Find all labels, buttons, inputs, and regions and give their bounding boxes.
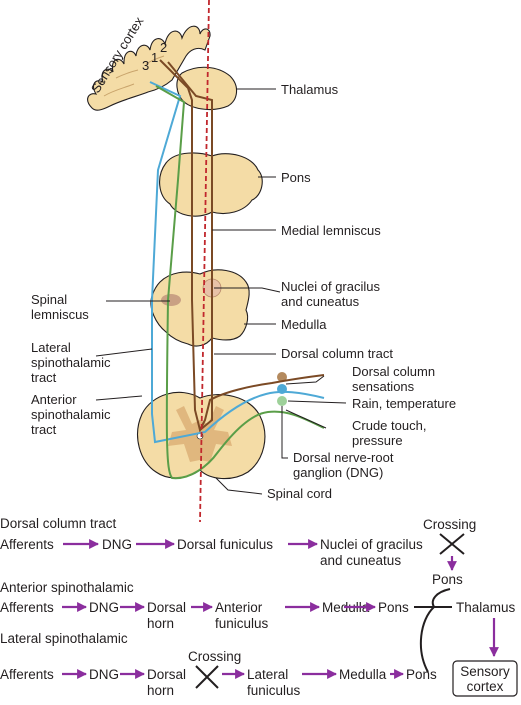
flow-join-from-dorsal (431, 588, 451, 608)
flow-dorsal-crossing-x (439, 533, 465, 555)
label-lateral-st-line3: tract (31, 370, 57, 385)
flow-lateral-crossing: Crossing (188, 649, 241, 664)
cortex (87, 25, 211, 111)
label-medulla: Medulla (281, 317, 327, 332)
leader-lines (95, 88, 347, 495)
flow-anterior-pons: Pons (378, 600, 409, 615)
dorsal-column-tract (159, 59, 325, 433)
flow-lateral-medulla: Medulla (339, 667, 387, 682)
dorsal-root-ganglion-3 (277, 396, 287, 406)
flow-dorsal-crossing: Crossing (423, 517, 476, 532)
flow-cortex-line1: Sensory (460, 664, 510, 679)
label-dng-line1: Dorsal nerve-root (293, 450, 394, 465)
label-cortex-3: 3 (142, 58, 149, 73)
label-cortex-2: 2 (160, 40, 167, 55)
flow-dorsal: Dorsal column tract Afferents DNG Dorsal… (0, 516, 476, 587)
label-nuclei-line1: Nuclei of gracilus (281, 279, 380, 294)
flow-lateral: Lateral spinothalamic Afferents DNG Dors… (0, 631, 518, 698)
flow-dorsal-nuclei-line1: Nuclei of gracilus (320, 537, 423, 552)
flow-dorsal-nuclei-line2: and cuneatus (320, 553, 401, 568)
label-thalamus: Thalamus (281, 82, 339, 97)
flow-anterior-horn-line2: horn (147, 616, 174, 631)
flow-anterior-horn-line1: Dorsal (147, 600, 186, 615)
flow-dorsal-afferents: Afferents (0, 537, 54, 552)
label-lateral-st-line1: Lateral (31, 340, 71, 355)
label-crude-line1: Crude touch, (352, 418, 426, 433)
label-crude-line2: pressure (352, 433, 403, 448)
flow-lateral-pons: Pons (406, 667, 437, 682)
label-dng-line2: ganglion (DNG) (293, 465, 383, 480)
flow-lateral-afferents: Afferents (0, 667, 54, 682)
label-pons: Pons (281, 170, 311, 185)
label-medial-lemniscus: Medial lemniscus (281, 223, 381, 238)
medial-lemniscus-tract (167, 61, 213, 431)
anterior-spinothalamic-tract (155, 85, 325, 480)
label-dcs-line2: sensations (352, 379, 415, 394)
label-cortex-1: 1 (151, 50, 158, 65)
label-nuclei-line2: and cuneatus (281, 294, 360, 309)
cortex-sulci (103, 55, 165, 97)
dorsal-root-ganglion-1 (277, 372, 287, 382)
label-rain-temperature: Rain, temperature (352, 396, 456, 411)
flow-dorsal-dng: DNG (102, 537, 132, 552)
flow-anterior-funiculus-line2: funiculus (215, 616, 269, 631)
flow-anterior-funiculus-line1: Anterior (215, 600, 263, 615)
flow-dorsal-pons: Pons (432, 572, 463, 587)
flow-anterior: Anterior spinothalamic Afferents DNG Dor… (0, 580, 516, 673)
flow-lateral-horn-line2: horn (147, 683, 174, 698)
flow-anterior-afferents: Afferents (0, 600, 54, 615)
flow-cortex-line2: cortex (467, 679, 504, 694)
label-spinal-cord: Spinal cord (267, 486, 332, 501)
flow-lateral-dng: DNG (89, 667, 119, 682)
flow-dorsal-heading: Dorsal column tract (0, 516, 117, 531)
flow-lateral-funiculus-line2: funiculus (247, 683, 301, 698)
flow-lateral-heading: Lateral spinothalamic (0, 631, 128, 646)
label-dcs-line1: Dorsal column (352, 364, 435, 379)
medulla-shape (150, 269, 250, 347)
spinal-lemniscus-spot (161, 294, 181, 306)
flow-join-from-lateral (419, 606, 435, 673)
flow-dorsal-funiculus: Dorsal funiculus (177, 537, 273, 552)
label-anterior-st-line2: spinothalamic (31, 407, 111, 422)
flow-anterior-thalamus: Thalamus (456, 600, 516, 615)
flow-anterior-heading: Anterior spinothalamic (0, 580, 134, 595)
label-anterior-st-line1: Anterior (31, 392, 77, 407)
flow-lateral-crossing-x (195, 665, 219, 689)
lateral-spinothalamic-tract (149, 81, 325, 444)
flow-anterior-dng: DNG (89, 600, 119, 615)
label-anterior-st-line3: tract (31, 422, 57, 437)
flow-lateral-funiculus-line1: Lateral (247, 667, 288, 682)
flow-lateral-horn-line1: Dorsal (147, 667, 186, 682)
midline (199, 0, 210, 523)
label-spinal-lemniscus-line1: Spinal (31, 292, 67, 307)
label-spinal-lemniscus-line2: lemniscus (31, 307, 89, 322)
sensory-cortex-box (452, 660, 518, 697)
label-dorsal-column-tract: Dorsal column tract (281, 346, 393, 361)
label-lateral-st-line2: spinothalamic (31, 355, 111, 370)
